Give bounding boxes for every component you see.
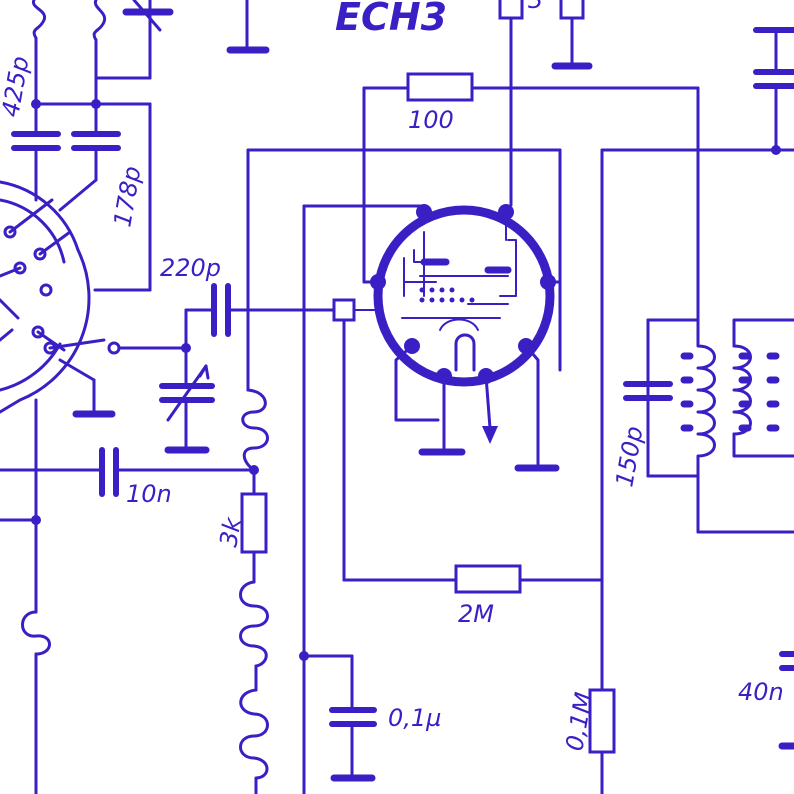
capacitor-40n bbox=[778, 651, 794, 750]
label-2m: 2M bbox=[458, 600, 494, 628]
label-10n: 10n bbox=[126, 480, 172, 508]
variable-capacitor bbox=[159, 346, 215, 454]
top-resistor-plate-feed bbox=[498, 0, 524, 207]
left-coil bbox=[21, 398, 51, 794]
label-3k: 3k bbox=[214, 514, 247, 549]
rotary-switch bbox=[0, 180, 188, 418]
top-ground-left bbox=[226, 0, 270, 54]
label-clipped-3: 3 bbox=[528, 0, 543, 14]
resistor-0-1m bbox=[588, 688, 616, 794]
capacitor-10n bbox=[0, 447, 256, 497]
label-40n: 40n bbox=[738, 678, 784, 706]
tube-ground-connections bbox=[394, 344, 560, 472]
oscillator-coil-lower bbox=[239, 580, 269, 794]
top-left-coils bbox=[31, 0, 174, 102]
label-178p: 178p bbox=[108, 164, 146, 229]
label-150p: 150p bbox=[610, 424, 648, 489]
capacitor-178p bbox=[58, 102, 121, 212]
tube-type-label: ECH3 bbox=[335, 0, 447, 39]
top-right-capacitor bbox=[753, 27, 794, 152]
resistor-100 bbox=[406, 72, 474, 102]
label-220p: 220p bbox=[160, 254, 221, 282]
top-resistor-ground bbox=[551, 0, 593, 70]
resistor-3k bbox=[240, 468, 268, 584]
capacitor-220p bbox=[184, 283, 338, 337]
capacitor-425p bbox=[11, 102, 61, 202]
label-0-1u: 0,1µ bbox=[388, 704, 441, 732]
tube-ech3 bbox=[332, 204, 556, 387]
label-425p: 425p bbox=[0, 54, 35, 119]
capacitor-0-1u bbox=[329, 654, 377, 782]
label-100: 100 bbox=[408, 106, 454, 134]
if-tank-circuit bbox=[623, 318, 794, 534]
resistor-2m bbox=[454, 564, 522, 594]
oscillator-coil-upper bbox=[241, 388, 269, 472]
